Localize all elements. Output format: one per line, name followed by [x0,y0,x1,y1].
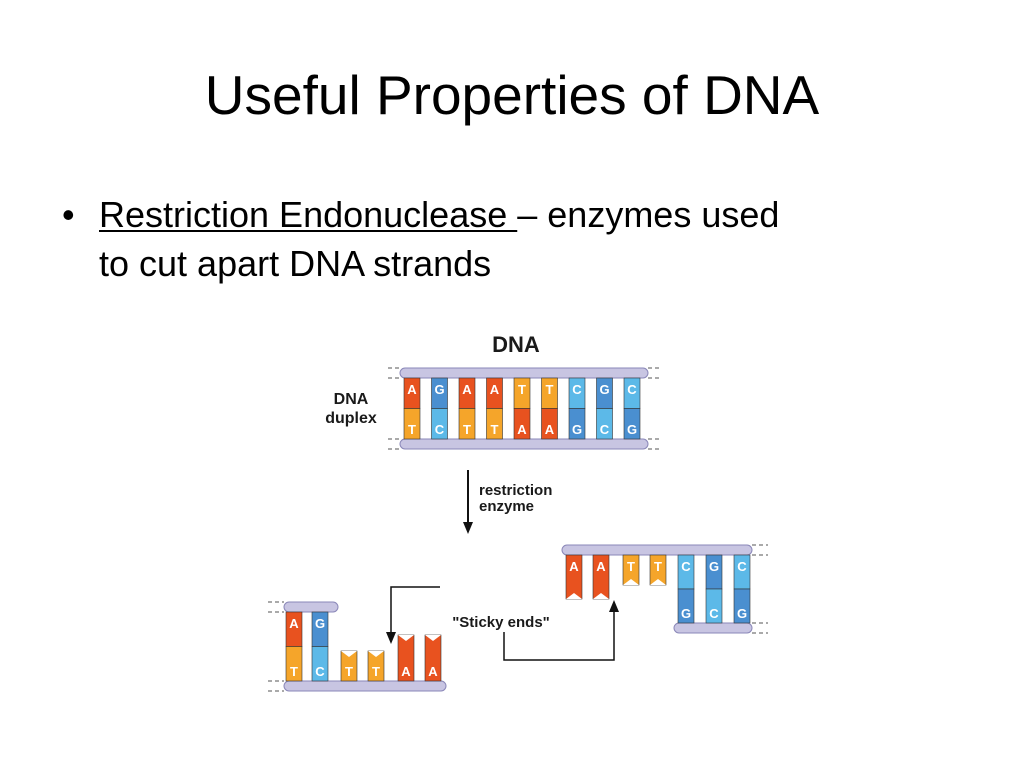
duplex-base-4-top-letter: T [518,382,526,397]
right-overhang-3-letter: T [654,559,662,574]
duplex-base-2-top-letter: A [462,382,472,397]
right-backbone-top [561,544,753,556]
right-pair-base-1-bottom [705,588,723,624]
duplex-base-1-bottom [431,408,448,440]
duplex-base-5-bottom [541,408,558,440]
right-pair-base-2-bottom [733,588,751,624]
duplex-base-0-top-letter: A [407,382,417,397]
duplex-base-3-bottom-letter: T [491,422,499,437]
enzyme-label-line1: restriction [479,482,552,499]
sticky-bracket-left [390,586,440,632]
duplex-base-7-top-letter: G [599,382,609,397]
slide-title: Useful Properties of DNA [204,64,820,126]
left-pair-base-1-bottom-letter: C [315,664,325,679]
right-overhang-3-notch [650,579,666,585]
duplex-base-0-bottom-letter: T [408,422,416,437]
enzyme-label-line2: enzyme [479,498,534,515]
duplex-base-8-bottom-letter: G [627,422,637,437]
right-overhang-1-letter: A [596,559,606,574]
duplex-base-8-top-letter: C [627,382,637,397]
duplex-base-6-bottom-letter: G [572,422,582,437]
right-pair-base-2-top-letter: C [737,559,747,574]
right-pair-base-1-bottom-letter: C [709,606,719,621]
right-pair-base-0-bottom-letter: G [681,606,691,621]
duplex-base-7-bottom-letter: C [600,422,610,437]
right-pair-base-2-bottom-letter: G [737,606,747,621]
left-overhang-2-notch [398,635,414,641]
duplex-base-6-top-letter: C [572,382,582,397]
right-overhang-1-notch [593,593,609,599]
left-pair-base-1-top-letter: G [315,616,325,631]
left-overhang-0-notch [341,651,357,657]
duplex-base-0-bottom [403,408,421,440]
bullet-marker: • [62,194,75,235]
left-overhang-3-notch [425,635,441,641]
right-backbone-bottom [673,622,753,634]
left-overhang-1-notch [368,651,384,657]
left-pair-base-1-bottom [311,646,329,682]
backbones [268,367,768,692]
left-overhang-1-letter: T [372,664,380,679]
duplex-base-6-bottom [568,408,586,440]
bullet-text-line1: – enzymes used [517,194,780,235]
duplex-label-line1: DNA [334,391,369,408]
duplex-base-2-bottom [458,408,476,440]
left-pair-base-0-bottom-letter: T [290,664,298,679]
right-overhang-0-notch [566,593,582,599]
cut-arrowhead [463,522,473,534]
duplex-backbone-top [399,367,649,379]
duplex-base-8-bottom [623,408,641,440]
duplex-base-1-top-letter: G [434,382,444,397]
left-pair-base-0-bottom [285,646,303,682]
sticky-arrowhead-right [609,600,619,612]
right-pair-base-1-top-letter: G [709,559,719,574]
right-overhang-2-letter: T [627,559,635,574]
bullet-item: • Restriction Endonuclease – enzymes used [62,190,779,239]
duplex-base-5-top-letter: T [546,382,554,397]
left-backbone-bottom [283,680,447,692]
sticky-bracket-right [503,612,615,661]
left-overhang-2-letter: A [401,664,411,679]
sticky-arrowhead-left [386,632,396,644]
duplex-base-7-bottom [596,408,613,440]
duplex-base-5-bottom-letter: A [545,422,555,437]
duplex-base-3-top-letter: A [490,382,500,397]
bullet-text-line2: to cut apart DNA strands [99,243,492,284]
left-overhang-0-letter: T [345,664,353,679]
diagram-title: DNA [492,332,540,357]
right-pair-base-0-top-letter: C [681,559,691,574]
duplex-backbone-bottom [399,438,649,450]
right-overhang-2-notch [623,579,639,585]
bullet-term: Restriction Endonuclease [99,194,518,235]
bases: A T G C A T A T T A T A C G G C C G A T G C T T A A A A T T C G G C C G [285,377,751,682]
duplex-label-line2: duplex [325,410,377,427]
right-overhang-0-letter: A [569,559,579,574]
sticky-ends-label: "Sticky ends" [452,614,550,631]
right-pair-base-0-bottom [677,588,695,624]
left-overhang-3-letter: A [428,664,438,679]
left-backbone-top [283,601,339,613]
duplex-base-1-bottom-letter: C [435,422,445,437]
left-pair-base-0-top-letter: A [289,616,299,631]
duplex-base-4-bottom [513,408,531,440]
duplex-base-4-bottom-letter: A [517,422,527,437]
duplex-base-2-bottom-letter: T [463,422,471,437]
duplex-base-3-bottom [486,408,503,440]
